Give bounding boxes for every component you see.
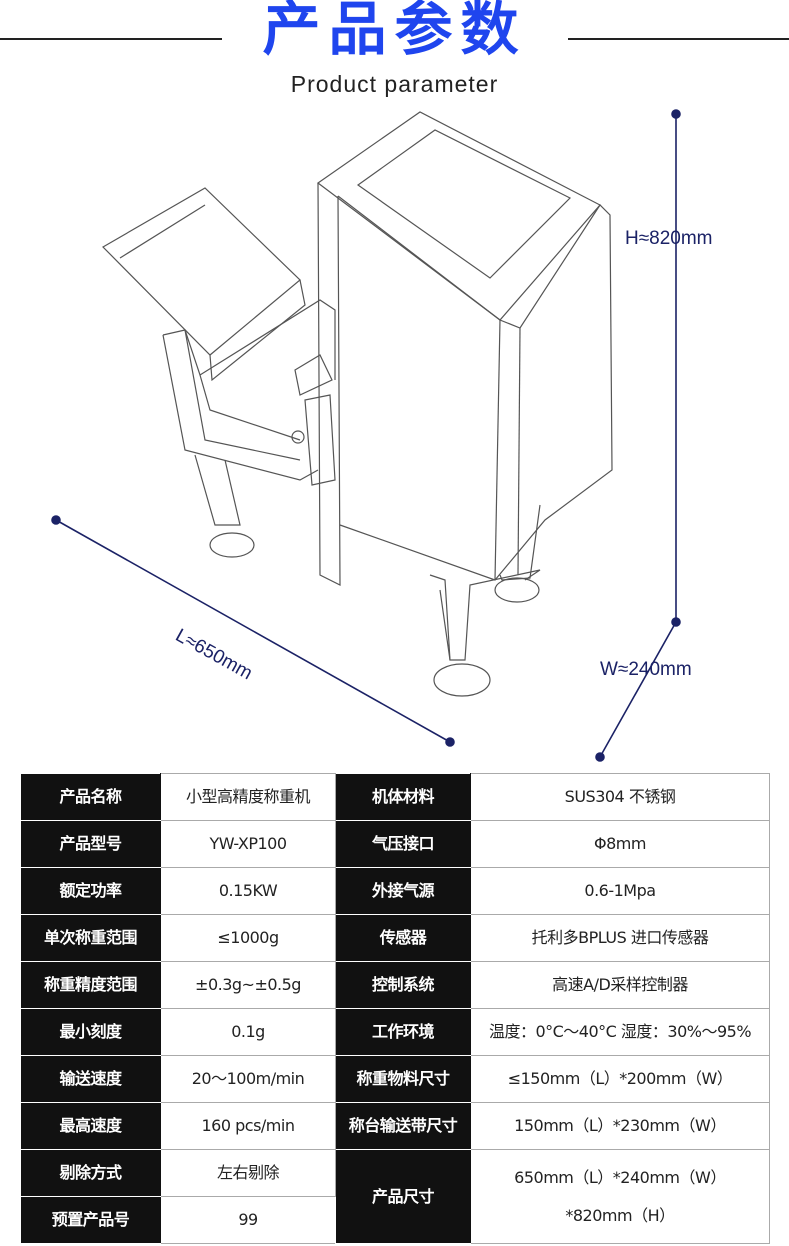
title-divider-left bbox=[0, 38, 222, 40]
spec-label: 预置产品号 bbox=[20, 1196, 161, 1244]
spec-label: 称台输送带尺寸 bbox=[335, 1102, 471, 1150]
spec-value: 0.6-1Mpa bbox=[470, 867, 770, 915]
page-title: 产品参数 bbox=[262, 0, 527, 63]
spec-label: 剔除方式 bbox=[20, 1149, 161, 1197]
spec-label: 气压接口 bbox=[335, 820, 471, 868]
spec-value: 20～100m/min bbox=[160, 1055, 336, 1103]
spec-label: 单次称重范围 bbox=[20, 914, 161, 962]
spec-label: 额定功率 bbox=[20, 867, 161, 915]
spec-value: 小型高精度称重机 bbox=[160, 773, 336, 821]
spec-label: 控制系统 bbox=[335, 961, 471, 1009]
spec-value: 0.15KW bbox=[160, 867, 336, 915]
spec-value-line: *820mm（H） bbox=[565, 1205, 675, 1225]
spec-value: ≤1000g bbox=[160, 914, 336, 962]
spec-value: 温度：0°C～40°C 湿度：30%～95% bbox=[470, 1008, 770, 1056]
spec-value: SUS304 不锈钢 bbox=[470, 773, 770, 821]
spec-value: YW-XP100 bbox=[160, 820, 336, 868]
spec-value: 160 pcs/min bbox=[160, 1102, 336, 1150]
spec-label: 产品型号 bbox=[20, 820, 161, 868]
spec-value: 托利多BPLUS 进口传感器 bbox=[470, 914, 770, 962]
spec-value-line: 650mm（L）*240mm（W） bbox=[514, 1167, 726, 1187]
machine-illustration bbox=[51, 109, 681, 762]
spec-label: 产品名称 bbox=[20, 773, 161, 821]
spec-label: 产品尺寸 bbox=[335, 1149, 471, 1244]
spec-value: 99 bbox=[160, 1196, 336, 1244]
spec-value: 0.1g bbox=[160, 1008, 336, 1056]
spec-value: Φ8mm bbox=[470, 820, 770, 868]
spec-label: 最高速度 bbox=[20, 1102, 161, 1150]
spec-value: ±0.3g~±0.5g bbox=[160, 961, 336, 1009]
spec-label: 工作环境 bbox=[335, 1008, 471, 1056]
spec-value: ≤150mm（L）*200mm（W） bbox=[470, 1055, 770, 1103]
title-divider-right bbox=[568, 38, 789, 40]
spec-value: 高速A/D采样控制器 bbox=[470, 961, 770, 1009]
spec-value: 150mm（L）*230mm（W） bbox=[470, 1102, 770, 1150]
spec-label: 称重精度范围 bbox=[20, 961, 161, 1009]
spec-label: 传感器 bbox=[335, 914, 471, 962]
spec-label: 输送速度 bbox=[20, 1055, 161, 1103]
spec-label: 称重物料尺寸 bbox=[335, 1055, 471, 1103]
height-dimension-label: H≈820mm bbox=[625, 228, 713, 249]
spec-label: 最小刻度 bbox=[20, 1008, 161, 1056]
spec-label: 外接气源 bbox=[335, 867, 471, 915]
dimension-lines bbox=[51, 109, 681, 762]
spec-value: 650mm（L）*240mm（W） *820mm（H） bbox=[470, 1149, 770, 1244]
spec-row: 剔除方式左右剔除产品尺寸 650mm（L）*240mm（W） *820mm（H） bbox=[20, 1149, 770, 1244]
spec-value: 左右剔除 bbox=[160, 1149, 336, 1197]
machine-drawing bbox=[102, 111, 613, 697]
width-dimension-label: W≈240mm bbox=[600, 659, 692, 680]
page-subtitle: Product parameter bbox=[290, 71, 499, 97]
spec-label: 机体材料 bbox=[335, 773, 471, 821]
